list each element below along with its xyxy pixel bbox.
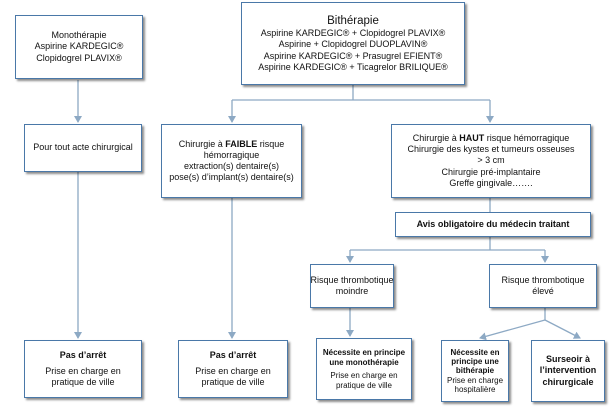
necessite-mono-title-2: une monothérapie — [329, 357, 399, 367]
haut-keyword: HAUT — [459, 132, 485, 143]
arrow-eleve-to-surseoir — [544, 319, 581, 339]
pas-arret-1-title: Pas d’arrêt — [59, 349, 107, 360]
pas-arret-1-line-1: Prise en charge en — [45, 365, 121, 376]
haut-risque-line-2: Chirurgie des kystes et tumeurs osseuses — [407, 144, 575, 155]
necessite-mono-line-2: pratique de ville — [335, 380, 393, 390]
necessite-monotherapie-box: Nécessite en principe une monothérapie P… — [316, 338, 412, 400]
monotherapie-line-2: Clopidogrel PLAVIX® — [36, 52, 122, 63]
haut-risque-line-1: Chirurgie à HAUT risque hémorragique — [412, 132, 570, 143]
pas-arret-2-line-1: Prise en charge en — [195, 365, 271, 376]
haut-risque-line-5: Greffe gingivale……. — [449, 177, 533, 188]
risque-eleve-box: Risque thrombotique élevé — [489, 264, 597, 308]
risque-moindre-line-1: Risque thrombotique — [310, 274, 394, 285]
necessite-mono-line-1: Prise en charge en — [330, 370, 398, 380]
pas-arret-box-2: Pas d’arrêt Prise en charge en pratique … — [178, 340, 288, 398]
bitherapie-line-3: Aspirine KARDEGIC® + Prasugrel EFIENT® — [263, 50, 443, 61]
pas-arret-2-title: Pas d’arrêt — [209, 349, 257, 360]
bitherapie-box: Bithérapie Aspirine KARDEGIC® + Clopidog… — [241, 2, 465, 85]
arrow-eleve-to-bi — [479, 319, 546, 341]
avis-medecin-box: Avis obligatoire du médecin traitant — [395, 212, 591, 237]
risque-moindre-line-2: moindre — [335, 286, 369, 296]
bitherapie-line-2: Aspirine + Clopidogrel DUOPLAVIN® — [278, 39, 428, 50]
faible-risque-box: Chirurgie à FAIBLE risque hémorragique e… — [161, 124, 302, 198]
risque-moindre-box: Risque thrombotique moindre — [310, 264, 394, 308]
faible-keyword: FAIBLE — [225, 138, 258, 149]
pas-arret-box-1: Pas d’arrêt Prise en charge en pratique … — [24, 340, 142, 398]
necessite-bi-title-3: bithérapie — [455, 366, 495, 376]
faible-risque-line-3: extraction(s) dentaire(s) — [183, 161, 280, 171]
haut-risque-line-4: Chirurgie pré-implantaire — [441, 166, 541, 177]
haut-risque-box: Chirurgie à HAUT risque hémorragique Chi… — [391, 124, 591, 198]
pas-arret-2-line-2: pratique de ville — [201, 377, 265, 388]
pas-arret-1-line-2: pratique de ville — [51, 377, 115, 388]
risque-eleve-line-2: élevé — [532, 286, 554, 296]
monotherapie-title: Monothérapie — [51, 30, 107, 41]
necessite-bi-title-2: principe une — [451, 357, 499, 367]
monotherapie-line-1: Aspirine KARDEGIC® — [34, 41, 124, 52]
necessite-bi-line-2: hospitalière — [454, 384, 496, 394]
surseoir-line-1: Surseoir à — [545, 354, 591, 365]
avis-medecin-text: Avis obligatoire du médecin traitant — [416, 218, 570, 229]
surseoir-line-2: l’intervention — [539, 365, 597, 376]
faible-risque-line-2: hémorragique — [203, 149, 260, 160]
faible-risque-line-1: Chirurgie à FAIBLE risque — [178, 138, 285, 149]
surseoir-box: Surseoir à l’intervention chirurgicale — [531, 340, 605, 402]
tout-acte-box: Pour tout acte chirurgical — [24, 124, 142, 172]
tout-acte-text: Pour tout acte chirurgical — [33, 142, 133, 153]
faible-risque-line-4: pose(s) d’implant(s) dentaire(s) — [169, 172, 294, 183]
risque-eleve-line-1: Risque thrombotique — [501, 274, 585, 285]
bitherapie-line-1: Aspirine KARDEGIC® + Clopidogrel PLAVIX® — [260, 28, 446, 39]
necessite-bitherapie-box: Nécessite en principe une bithérapie Pri… — [441, 340, 509, 402]
necessite-bi-title-1: Nécessite en — [450, 348, 500, 358]
monotherapie-box: Monothérapie Aspirine KARDEGIC® Clopidog… — [15, 15, 143, 79]
necessite-bi-line-1: Prise en charge — [446, 375, 504, 385]
haut-risque-line-3: > 3 cm — [477, 155, 505, 166]
surseoir-line-3: chirurgicale — [542, 376, 594, 387]
bitherapie-title: Bithérapie — [327, 14, 379, 27]
bitherapie-line-4: Aspirine KARDEGIC® + Ticagrelor BRILIQUE… — [258, 61, 448, 72]
necessite-mono-title-1: Nécessite en principe — [322, 347, 406, 357]
